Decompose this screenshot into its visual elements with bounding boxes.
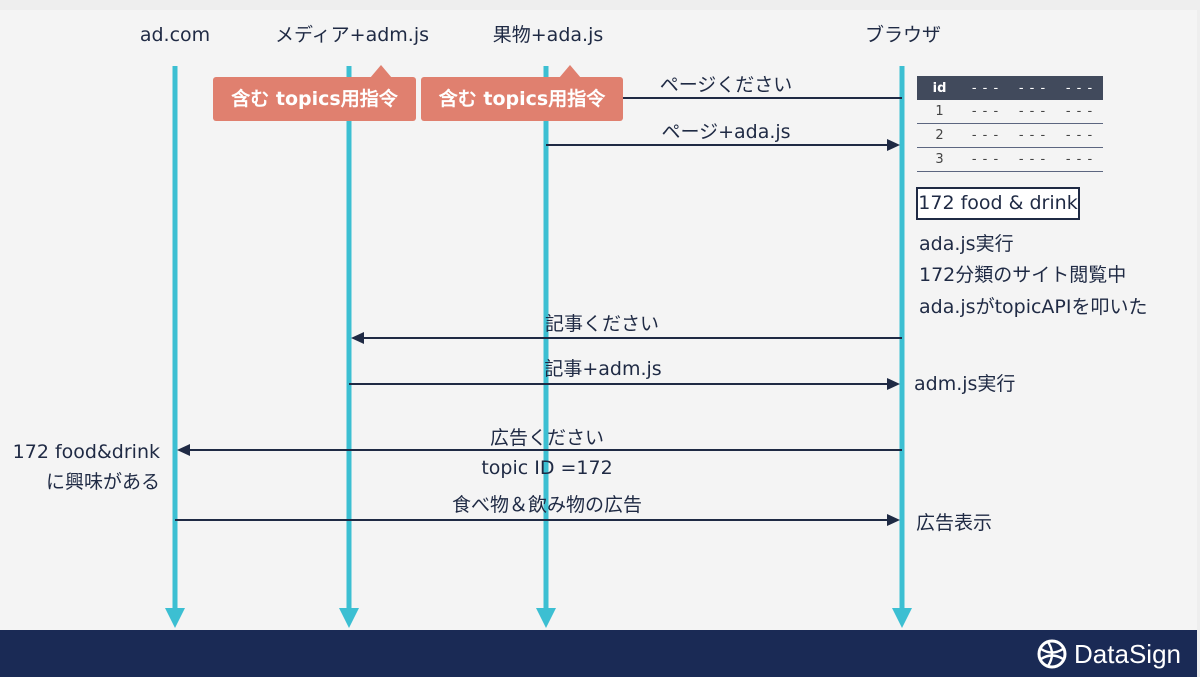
message-label-article-request: 記事ください [544, 313, 660, 335]
message-label-article-response: 記事+adm.js [544, 358, 662, 380]
message-arrowhead [177, 444, 190, 456]
adm-note: adm.js実行 [914, 373, 1016, 395]
message-arrowhead [887, 514, 900, 526]
datasign-logo: DataSign [1036, 638, 1181, 670]
lifeline-arrowhead [536, 608, 556, 628]
table-row: 1 - - - - - - - - - [917, 100, 1103, 124]
message-arrowhead [887, 378, 900, 390]
callout-pointer [559, 65, 581, 78]
lifeline-arrowhead [165, 608, 185, 628]
callout-media-topics: 含む topics用指令 [213, 65, 416, 121]
message-label-ad-response: 食べ物＆飲み物の広告 [451, 494, 643, 516]
message-label-page-request: ページください [659, 74, 793, 96]
topics-storage-table: id - - - - - - - - - 1 - - - - - - - - -… [917, 76, 1103, 172]
adcom-note-line-2: に興味がある [45, 471, 160, 493]
callout-fruit-topics: 含む topics用指令 [421, 65, 623, 121]
lane-title-adcom: ad.com [139, 24, 211, 46]
message-label-ad-request: 広告ください [489, 427, 605, 449]
ad-display-note: 広告表示 [916, 512, 993, 534]
topic-box: 172 food & drink [916, 187, 1080, 220]
browser-note-line-1: ada.js実行 [919, 233, 1014, 255]
lifeline-arrowhead [892, 608, 912, 628]
message-arrowhead [351, 332, 364, 344]
lane-title-media: メディア+adm.js [274, 24, 430, 46]
browser-note-line-2: 172分類のサイト閲覧中 [919, 264, 1127, 286]
adcom-note-line-1: 172 food&drink [12, 441, 160, 463]
callout-pointer [370, 65, 392, 78]
lane-title-fruit: 果物+ada.js [492, 24, 604, 46]
table-row: 2 - - - - - - - - - [917, 124, 1103, 148]
table-row: 3 - - - - - - - - - [917, 148, 1103, 172]
browser-note-line-3: ada.jsがtopicAPIを叩いた [919, 296, 1148, 318]
globe-icon [1037, 639, 1067, 669]
message-label-page-response: ページ+ada.js [661, 121, 791, 143]
sequence-diagram [165, 66, 912, 628]
slide: ad.com メディア+adm.js 果物+ada.js ブラウザ 含む top… [0, 10, 1197, 677]
footer-bar: DataSign [0, 630, 1197, 677]
message-arrowhead [887, 139, 900, 151]
lifeline-arrowhead [339, 608, 359, 628]
message-sublabel-topic-id: topic ID =172 [481, 457, 613, 479]
table-header: id - - - - - - - - - [917, 76, 1103, 100]
lane-title-browser: ブラウザ [864, 24, 942, 46]
